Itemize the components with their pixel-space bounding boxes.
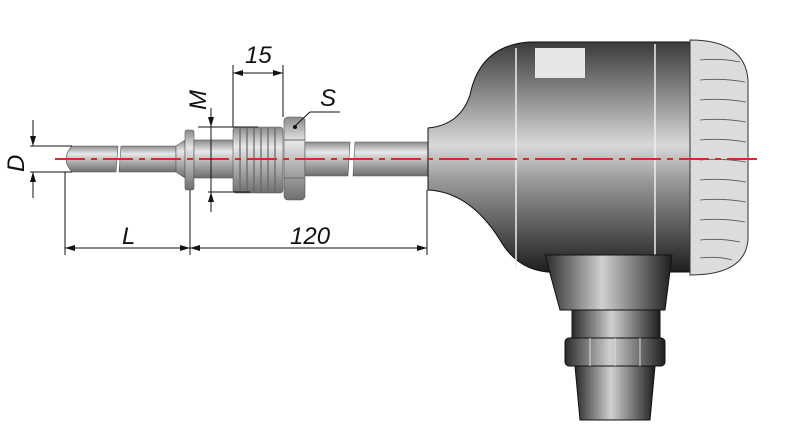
label-D: D — [3, 155, 30, 172]
cable-gland — [544, 254, 673, 421]
dimension-15 — [232, 65, 284, 127]
label-15: 15 — [245, 42, 272, 69]
housing-label-plate — [535, 48, 585, 78]
housing-cover — [689, 39, 749, 276]
extension-tube — [304, 141, 429, 177]
dimension-L — [64, 172, 191, 255]
leader-S — [293, 111, 340, 129]
dimension-M — [198, 108, 258, 212]
label-120: 120 — [290, 223, 331, 250]
label-L: L — [122, 223, 135, 250]
label-M: M — [185, 90, 212, 110]
housing — [427, 39, 749, 276]
label-S: S — [320, 85, 336, 112]
dimension-120 — [190, 190, 428, 255]
